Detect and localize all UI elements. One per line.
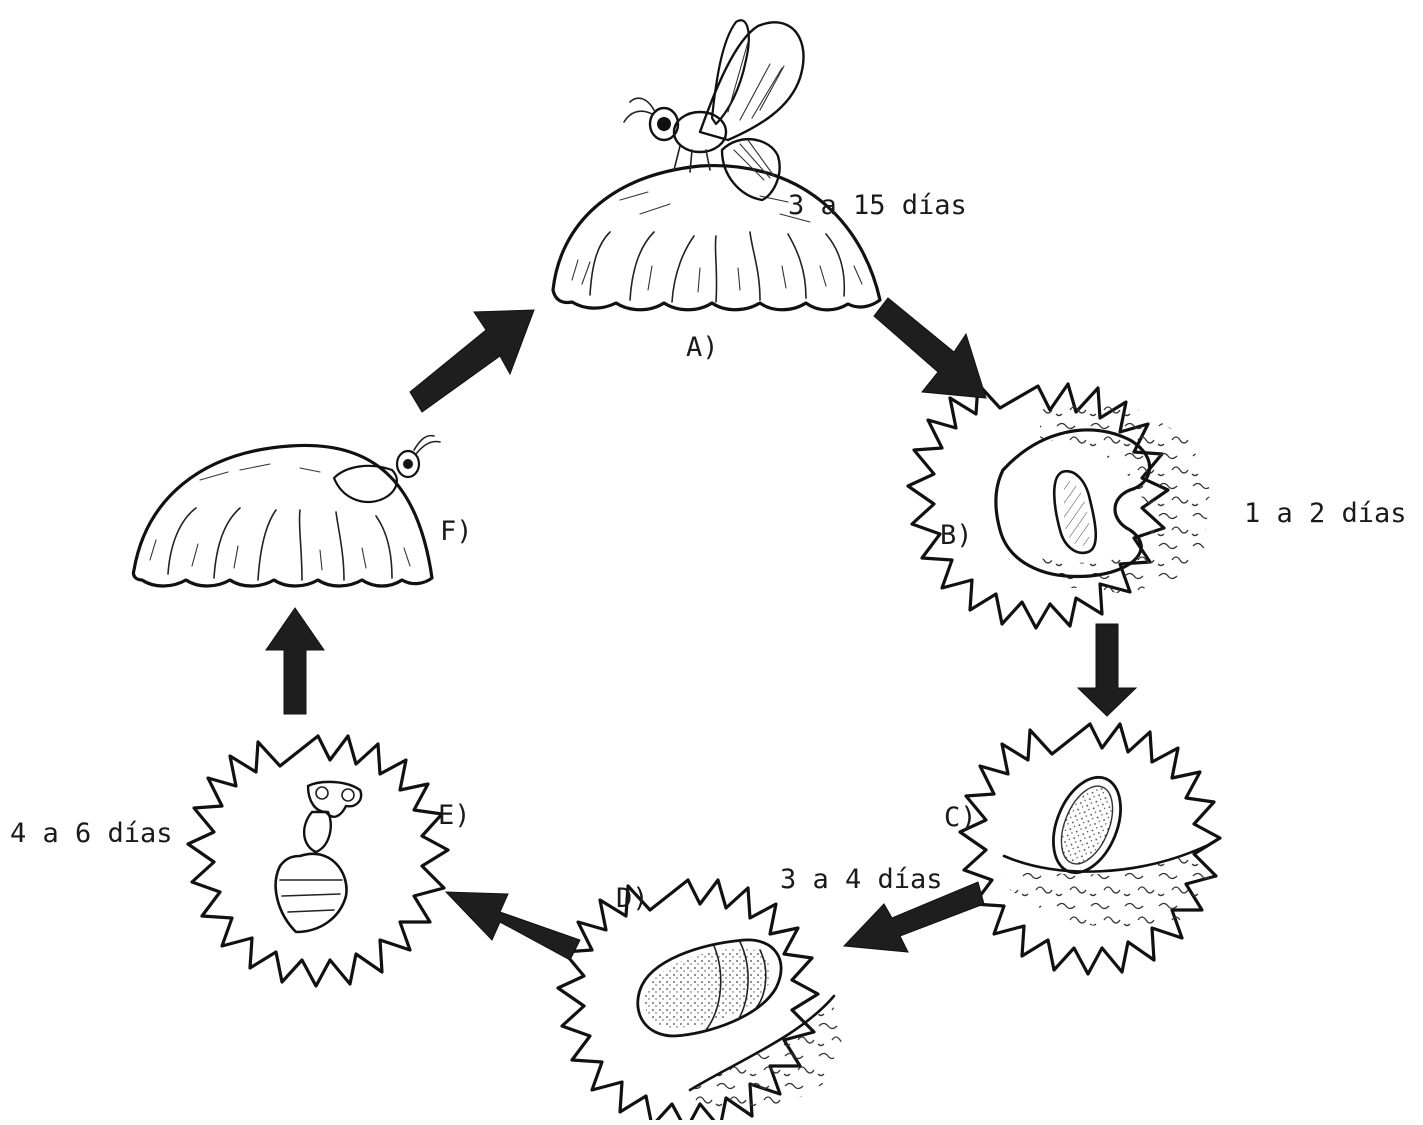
stage-f-label: F) [440, 518, 473, 545]
arrow-f-to-a [410, 310, 534, 412]
stage-d-pupa [558, 880, 842, 1120]
stage-b-duration: 1 a 2 días [1244, 500, 1407, 527]
stage-a-flower-with-wasp [553, 20, 880, 310]
stage-e-label: E) [438, 802, 471, 829]
stage-d-duration: 3 a 4 días [780, 866, 943, 893]
stage-a-label: A) [686, 334, 719, 361]
stage-c-label: C) [944, 804, 977, 831]
arrow-a-to-b [874, 298, 986, 398]
stage-f-flower-emergence [133, 436, 440, 586]
arrow-e-to-f [266, 608, 324, 714]
stage-b-egg [908, 384, 1210, 628]
stage-b-label: B) [940, 522, 973, 549]
stage-d-label: D) [616, 885, 649, 912]
arrow-d-to-e [446, 892, 580, 960]
stage-a-duration: 3 a 15 días [788, 192, 967, 219]
arrow-b-to-c [1078, 624, 1136, 716]
stage-e-adult-in-cavity [188, 736, 448, 986]
stage-e-duration: 4 a 6 días [10, 820, 173, 847]
stage-c-larva [960, 724, 1220, 974]
